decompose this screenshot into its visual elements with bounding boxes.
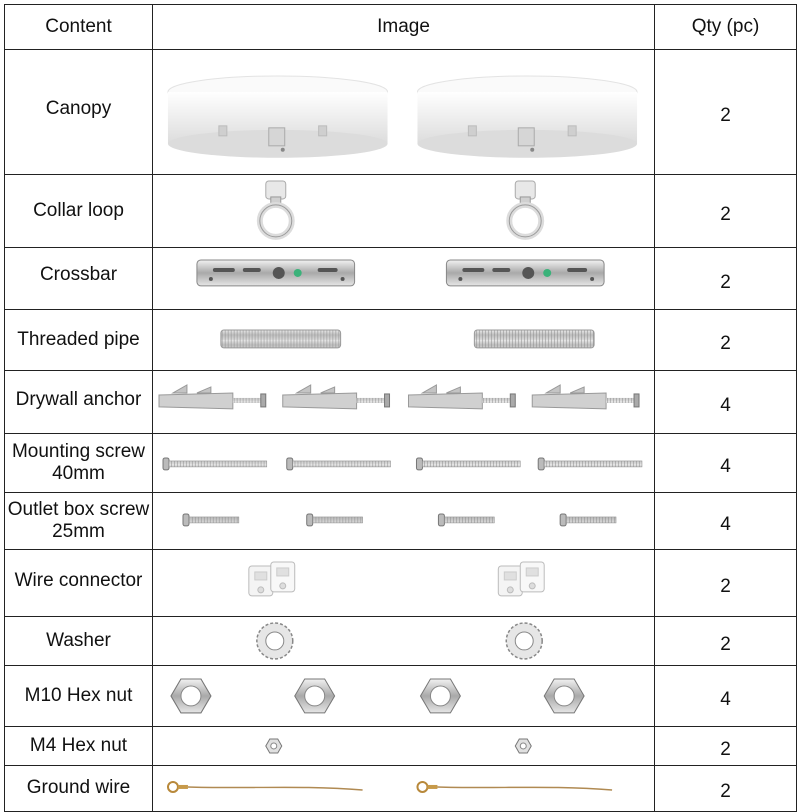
row-qty: 2 bbox=[654, 309, 797, 372]
table-row: M10 Hex nut 4 bbox=[4, 664, 797, 727]
row-name: Canopy bbox=[4, 49, 153, 175]
mounting-screw-icon bbox=[152, 433, 655, 494]
row-name: Collar loop bbox=[4, 173, 153, 248]
m4-hex-nut-icon bbox=[152, 725, 655, 766]
row-name: Outlet box screw 25mm bbox=[4, 492, 153, 550]
table-row: Collar loop 2 bbox=[4, 173, 797, 248]
header-image: Image bbox=[152, 4, 655, 50]
row-name: M10 Hex nut bbox=[4, 664, 153, 727]
row-name: Drywall anchor bbox=[4, 370, 153, 435]
row-qty: 4 bbox=[654, 664, 797, 727]
table-row: Wire connector 2 bbox=[4, 548, 797, 617]
row-qty: 2 bbox=[654, 246, 797, 311]
row-qty: 2 bbox=[654, 173, 797, 248]
row-name: Wire connector bbox=[4, 548, 153, 617]
table-row: Outlet box screw 25mm 4 bbox=[4, 492, 797, 550]
row-qty: 2 bbox=[654, 548, 797, 617]
table-row: Ground wire 2 bbox=[4, 764, 797, 812]
row-name: Washer bbox=[4, 615, 153, 666]
table-row: Canopy 2 bbox=[4, 49, 797, 175]
row-qty: 2 bbox=[654, 49, 797, 175]
threaded-pipe-icon bbox=[152, 309, 655, 372]
row-name: Ground wire bbox=[4, 764, 153, 812]
row-qty: 4 bbox=[654, 370, 797, 435]
washer-icon bbox=[152, 615, 655, 666]
table-row: Mounting screw 40mm 4 bbox=[4, 433, 797, 494]
drywall-anchor-icon bbox=[152, 370, 655, 435]
crossbar-icon bbox=[152, 246, 655, 311]
table-row: Washer 2 bbox=[4, 615, 797, 666]
table-row: M4 Hex nut 2 bbox=[4, 725, 797, 766]
row-qty: 2 bbox=[654, 615, 797, 666]
collar-loop-icon bbox=[152, 173, 655, 248]
row-qty: 4 bbox=[654, 433, 797, 494]
table-row: Threaded pipe 2 bbox=[4, 309, 797, 372]
row-name: Crossbar bbox=[4, 246, 153, 311]
outlet-box-screw-icon bbox=[152, 492, 655, 550]
header-qty: Qty (pc) bbox=[654, 4, 797, 50]
row-name: M4 Hex nut bbox=[4, 725, 153, 766]
m10-hex-nut-icon bbox=[152, 664, 655, 727]
canopy-icon bbox=[152, 49, 655, 175]
row-qty: 2 bbox=[654, 725, 797, 766]
table-row: Drywall anchor 4 bbox=[4, 370, 797, 435]
wire-connector-icon bbox=[152, 548, 655, 617]
row-qty: 4 bbox=[654, 492, 797, 550]
ground-wire-icon bbox=[152, 764, 655, 812]
table-row: Crossbar 2 bbox=[4, 246, 797, 311]
header-content: Content bbox=[4, 4, 153, 50]
parts-table: Content Image Qty (pc) Canopy 2 bbox=[4, 4, 797, 812]
table-header-row: Content Image Qty (pc) bbox=[4, 4, 797, 50]
row-name: Threaded pipe bbox=[4, 309, 153, 372]
row-qty: 2 bbox=[654, 764, 797, 812]
row-name: Mounting screw 40mm bbox=[4, 433, 153, 494]
